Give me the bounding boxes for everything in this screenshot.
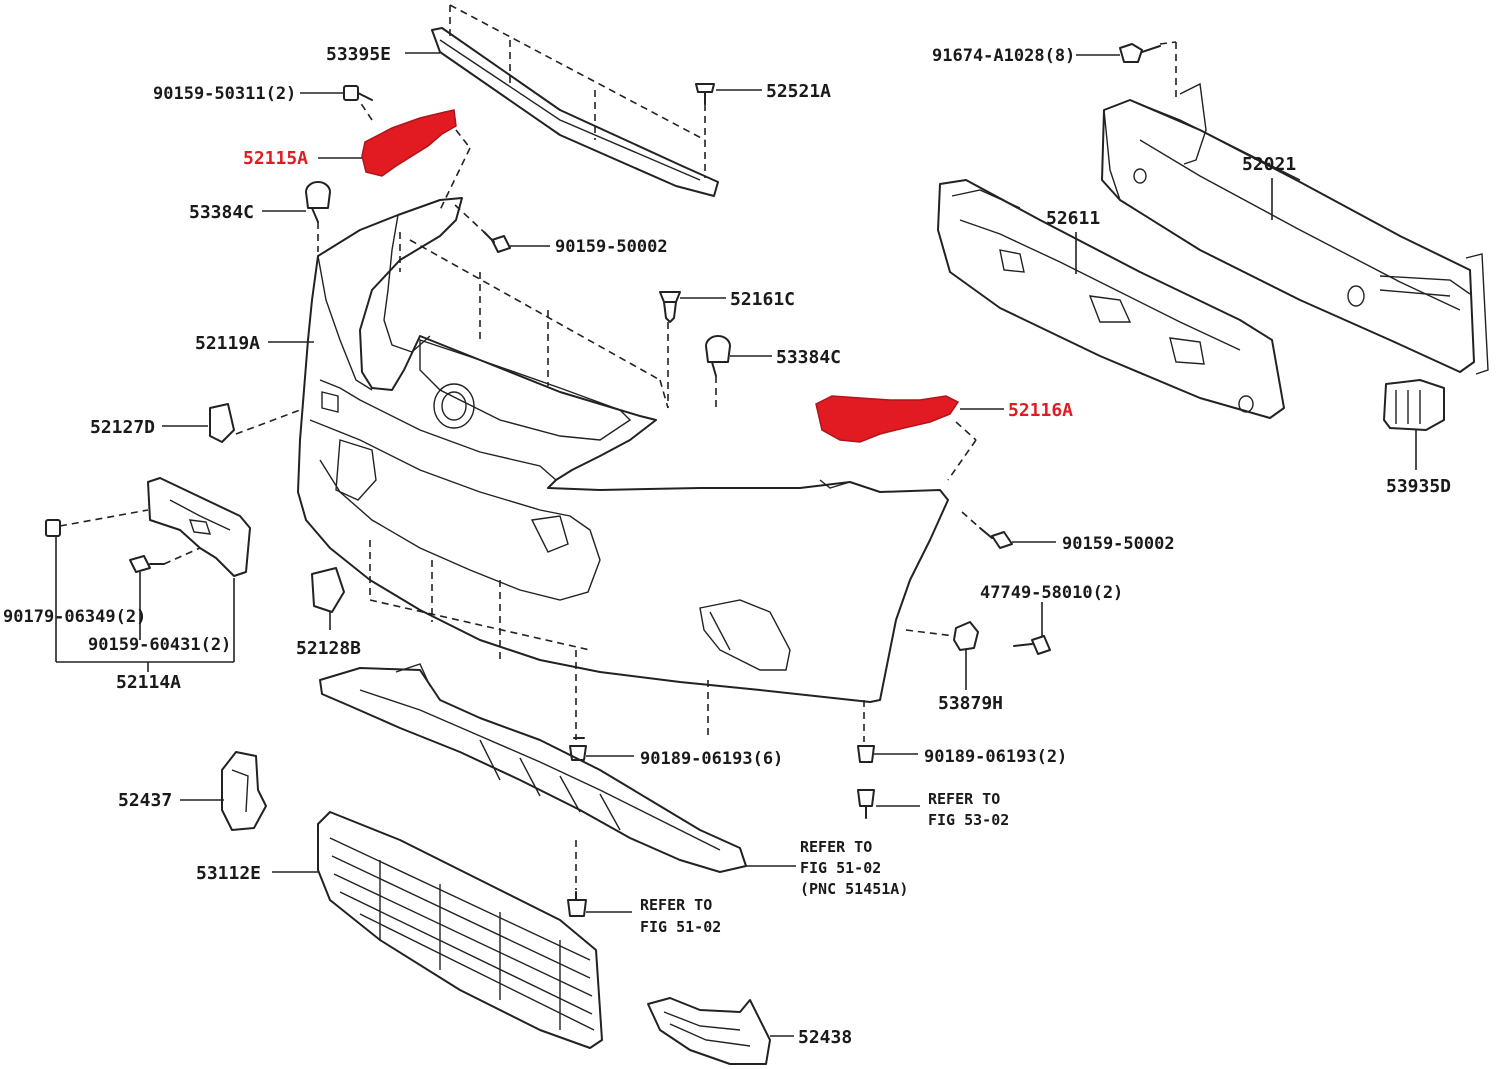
label-52437: 52437: [118, 790, 172, 811]
ref-fig-51-02-pnc-line1: REFER TO: [800, 838, 872, 856]
label-90159-60431: 90159-60431(2): [88, 635, 231, 655]
reinforcement-52021: [1101, 82, 1489, 375]
label-52127D: 52127D: [90, 417, 155, 438]
label-53384C-mid: 53384C: [776, 347, 841, 368]
bumper-cover-52119A: [297, 197, 949, 742]
clip-52521A: [695, 83, 715, 140]
absorber-52611: [937, 179, 1285, 419]
bolt-ref-fig-53-02: [857, 789, 875, 819]
bracket-53935D: [1383, 379, 1445, 431]
bracket-52437: [221, 751, 267, 831]
ref-fig-51-02-pnc-line3: (PNC 51451A): [800, 880, 908, 898]
cap-52127D: [209, 403, 301, 443]
bracket-52116A-highlighted: [815, 395, 977, 481]
label-53112E: 53112E: [196, 863, 261, 884]
label-53395E: 53395E: [326, 44, 391, 65]
label-53384C-top: 53384C: [189, 202, 254, 223]
label-91674-A1028: 91674-A1028(8): [932, 46, 1075, 66]
label-90159-50311: 90159-50311(2): [153, 84, 296, 104]
clip-90189-06193-6: [569, 737, 587, 761]
cover-52438: [647, 997, 771, 1065]
label-52128B: 52128B: [296, 638, 361, 659]
screw-90159-50002-top: [454, 204, 511, 253]
label-53879H: 53879H: [938, 693, 1003, 714]
label-90159-50002-right: 90159-50002: [1062, 534, 1175, 554]
fastener-53384C-mid: [705, 335, 731, 412]
label-52438: 52438: [798, 1027, 852, 1048]
clip-90189-06193-2: [857, 745, 875, 763]
label-52611: 52611: [1046, 208, 1100, 229]
bracket-53879H: [905, 621, 979, 690]
ref-fig-51-02-line2: FIG 51-02: [640, 918, 721, 936]
part-53395E-moulding: [431, 4, 719, 197]
label-52119A: 52119A: [195, 333, 260, 354]
label-52114A: 52114A: [116, 672, 181, 693]
ref-fig-53-02-line1: REFER TO: [928, 790, 1000, 808]
label-90179-06349: 90179-06349(2): [3, 607, 146, 627]
cap-52128B: [311, 567, 345, 630]
label-52161C: 52161C: [730, 289, 795, 310]
bolt-90159-50311: [343, 85, 373, 101]
label-52021: 52021: [1242, 154, 1296, 175]
ref-fig-53-02-line2: FIG 53-02: [928, 811, 1009, 829]
ref-fig-51-02-line1: REFER TO: [640, 896, 712, 914]
label-52116A: 52116A: [1008, 400, 1073, 421]
label-53935D: 53935D: [1386, 476, 1451, 497]
grille-53112E: [317, 811, 603, 1049]
bolt-ref-fig-51-02: [567, 840, 587, 917]
clip-52161C: [659, 291, 681, 408]
label-52521A: 52521A: [766, 81, 831, 102]
label-52115A: 52115A: [243, 148, 308, 169]
label-90159-50002-top: 90159-50002: [555, 237, 668, 257]
ref-fig-51-02-pnc-line2: FIG 51-02: [800, 859, 881, 877]
fastener-53384C-top: [305, 181, 331, 252]
screw-47749-58010: [1013, 602, 1051, 655]
bolt-91674-A1028: [1119, 41, 1177, 100]
label-47749-58010: 47749-58010(2): [980, 583, 1123, 603]
screw-90159-50002-right: [961, 511, 1013, 549]
license-bracket-52114A: [45, 477, 251, 672]
label-90189-06193-2: 90189-06193(2): [924, 747, 1067, 767]
label-90189-06193-6: 90189-06193(6): [640, 749, 783, 769]
bracket-52115A-highlighted: [359, 101, 471, 211]
